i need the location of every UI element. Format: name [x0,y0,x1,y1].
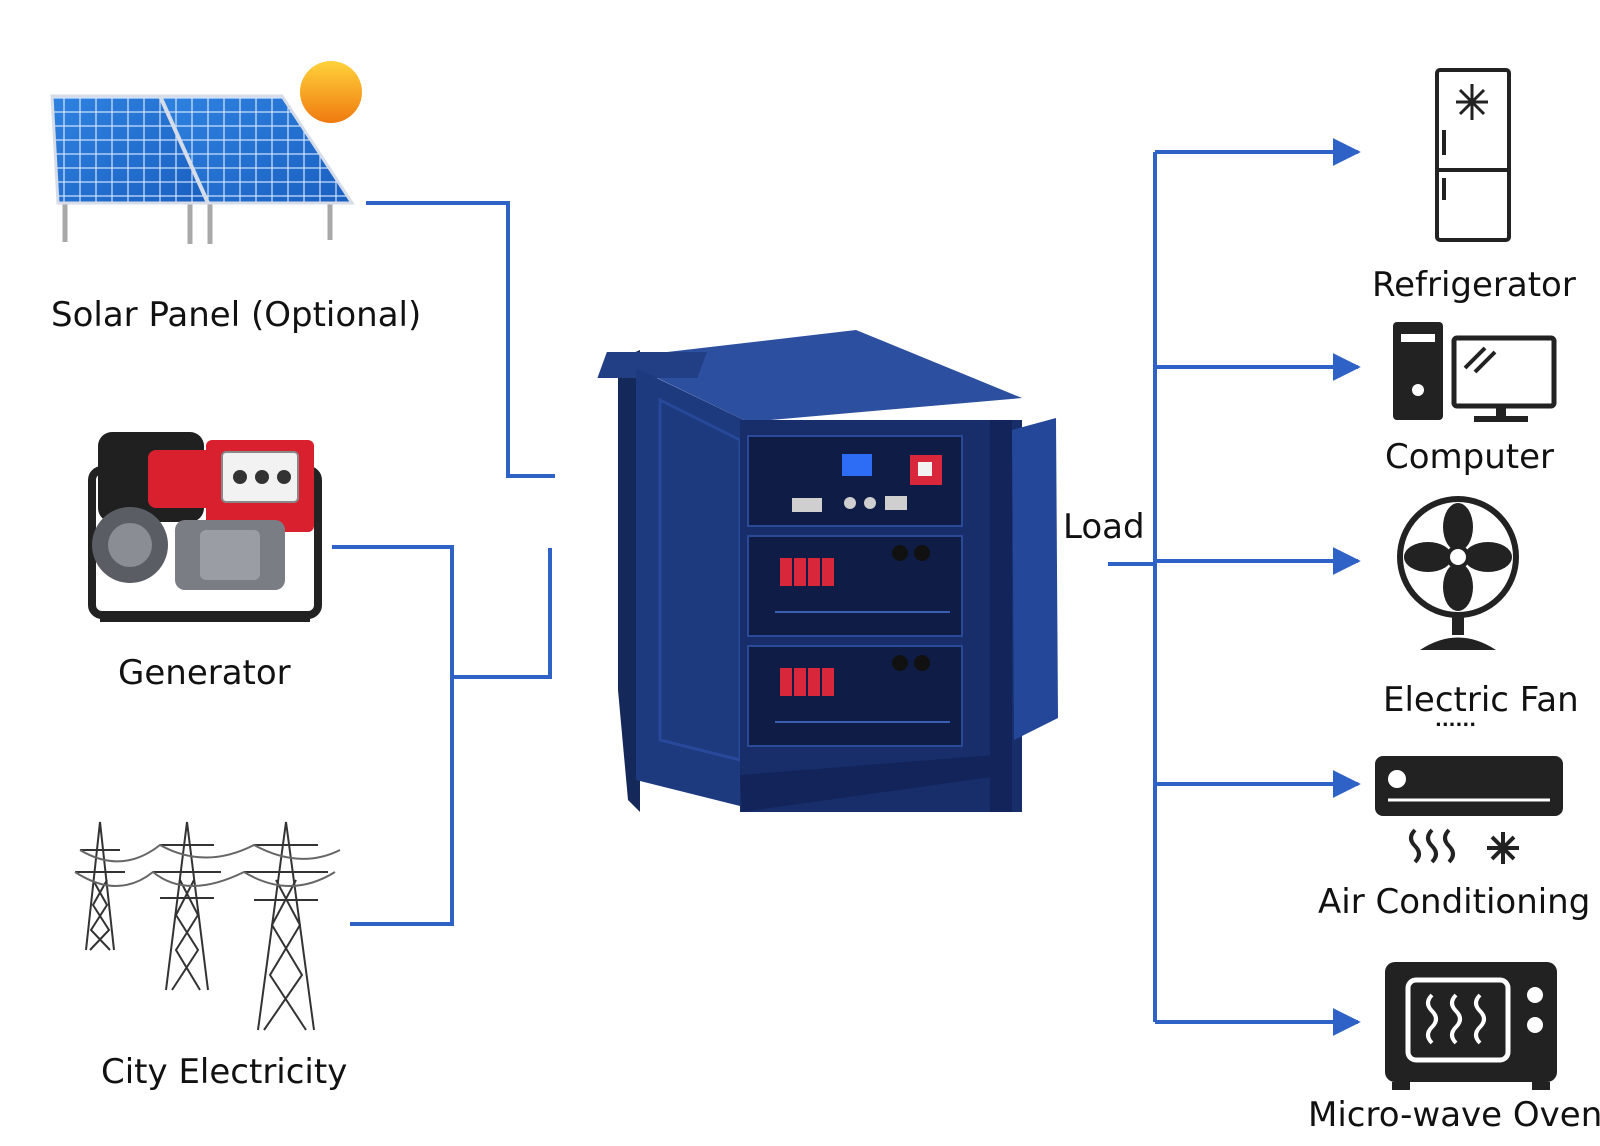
battery-cabinet-image [597,330,1058,812]
air-conditioning-label: Air Conditioning [1318,882,1591,922]
computer-label: Computer [1385,437,1555,477]
tower-2 [153,821,221,991]
generator-label: Generator [118,653,291,693]
solar-connector [366,201,555,478]
lcd-display-icon [842,454,872,476]
refrigerator-label: Refrigerator [1372,265,1576,305]
load-label: Load [1063,507,1145,547]
sun-icon [300,61,362,123]
battery-1-terminal-icons [780,545,930,586]
generator-connector [332,545,454,926]
electric-fan-label: Electric Fan [1383,680,1579,720]
ellipsis-label: ...... [1435,710,1477,731]
microwave-oven-icon [1385,962,1557,1090]
battery-2-terminal-icons [780,655,930,696]
city-electricity-image [74,821,341,1031]
generator-image [88,432,322,622]
refrigerator-icon [1435,68,1511,242]
tower-1 [75,821,125,951]
solar-panel-label: Solar Panel (Optional) [51,295,422,335]
city-electricity-label: City Electricity [101,1052,348,1092]
generator-grid-connector [452,548,552,679]
connection-lines [332,138,1361,1036]
microwave-oven-label: Micro-wave Oven [1308,1095,1600,1135]
solar-panel-image [50,61,362,244]
air-conditioning-icon [1375,756,1563,864]
electric-fan-icon [1397,496,1519,650]
tower-3 [244,821,328,1031]
computer-icon [1393,322,1557,422]
